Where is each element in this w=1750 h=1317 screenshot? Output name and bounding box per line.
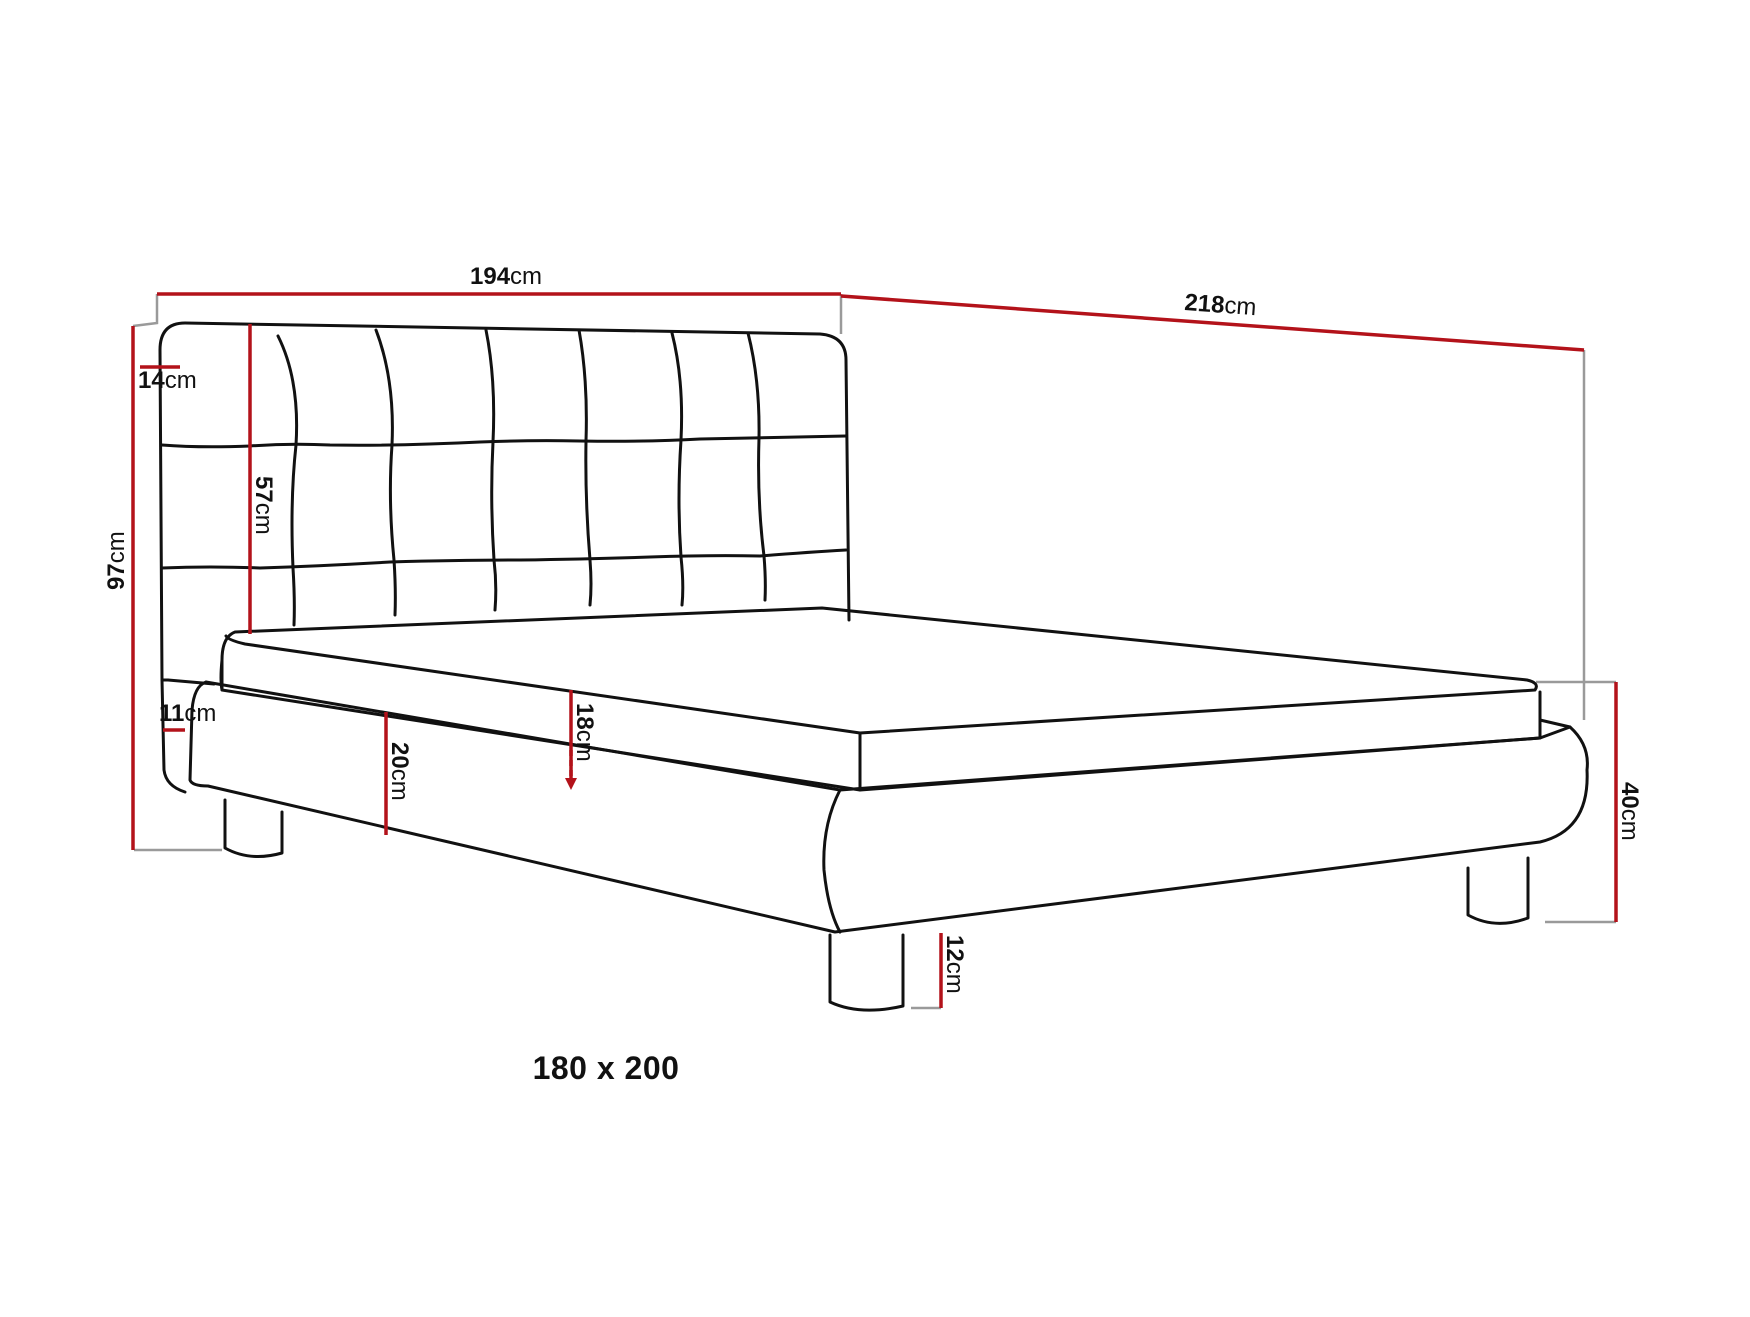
dimension-lines <box>131 292 1618 1008</box>
label-side-rail-thickness: 11cm <box>159 700 216 727</box>
label-surface-height: 40cm <box>1616 782 1643 841</box>
bed-size-label: 180 x 200 <box>532 1050 680 1086</box>
extension-lines <box>132 294 1616 1010</box>
headboard <box>158 321 851 682</box>
mattress <box>220 606 1542 792</box>
label-total-height: 97cm <box>103 531 130 590</box>
leg-rear-left <box>223 798 284 859</box>
label-headboard-visible-height: 57cm <box>250 476 277 535</box>
label-headboard-thickness: 14cm <box>138 367 197 394</box>
label-total-width: 194cm <box>470 263 542 290</box>
label-leg-height: 12cm <box>941 935 968 994</box>
label-frame-height: 20cm <box>386 742 413 801</box>
arrowhead <box>565 778 577 790</box>
label-mattress-height: 18cm <box>571 703 598 762</box>
leg-right <box>1466 856 1530 925</box>
bed-outline <box>158 321 1589 1012</box>
leg-front <box>828 933 905 1012</box>
dim-line-length <box>840 294 1585 352</box>
bed-frame <box>188 680 1589 934</box>
dimension-labels: 194cm 218cm 14cm 11cm 97cm 57cm 20cm 18c… <box>103 263 1643 994</box>
label-total-length: 218cm <box>1184 289 1258 321</box>
